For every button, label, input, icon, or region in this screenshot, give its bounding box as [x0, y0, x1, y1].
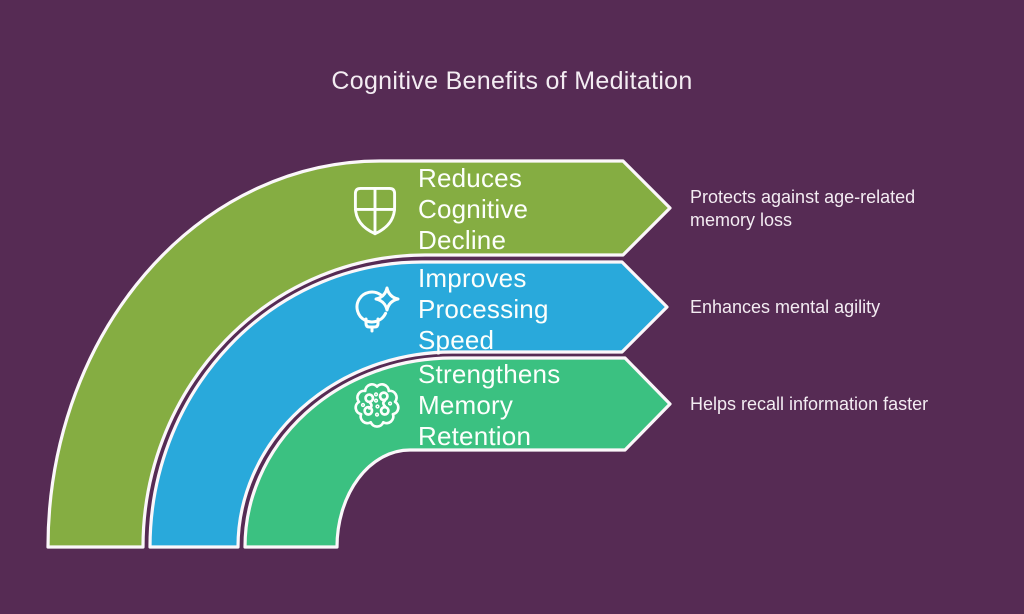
band-label-line: Decline [418, 225, 507, 255]
band-description-2: Enhances mental agility [690, 297, 881, 317]
band-label-line: Improves [418, 263, 527, 293]
lightbulb-sparkle-icon [348, 277, 408, 337]
band-label-strengthens-memory-retention: Strengthens Memory Retention [418, 359, 560, 452]
band-label-reduces-cognitive-decline: Reduces Cognitive Decline [418, 163, 528, 256]
brain-circuit-icon [348, 376, 406, 434]
band-label-line: Retention [418, 421, 532, 451]
band-label-line: Memory [418, 390, 514, 420]
band-label-improves-processing-speed: Improves Processing Speed [418, 263, 549, 356]
page-title: Cognitive Benefits of Meditation [331, 67, 693, 95]
shield-cross-icon [347, 181, 403, 237]
band-description-3: Helps recall information faster [690, 394, 929, 414]
band-shape-strengthens-memory-retention [243, 356, 672, 549]
band-label-line: Reduces [418, 163, 523, 193]
band-label-line: Processing [418, 294, 549, 324]
band-description-1: Protects against age-related memory loss [690, 187, 916, 230]
band-label-line: Cognitive [418, 194, 529, 224]
band-label-line: Strengthens [418, 359, 561, 389]
band-label-line: Speed [418, 325, 495, 355]
band-shape-improves-processing-speed [148, 260, 669, 549]
band-shape-reduces-cognitive-decline [46, 159, 672, 549]
